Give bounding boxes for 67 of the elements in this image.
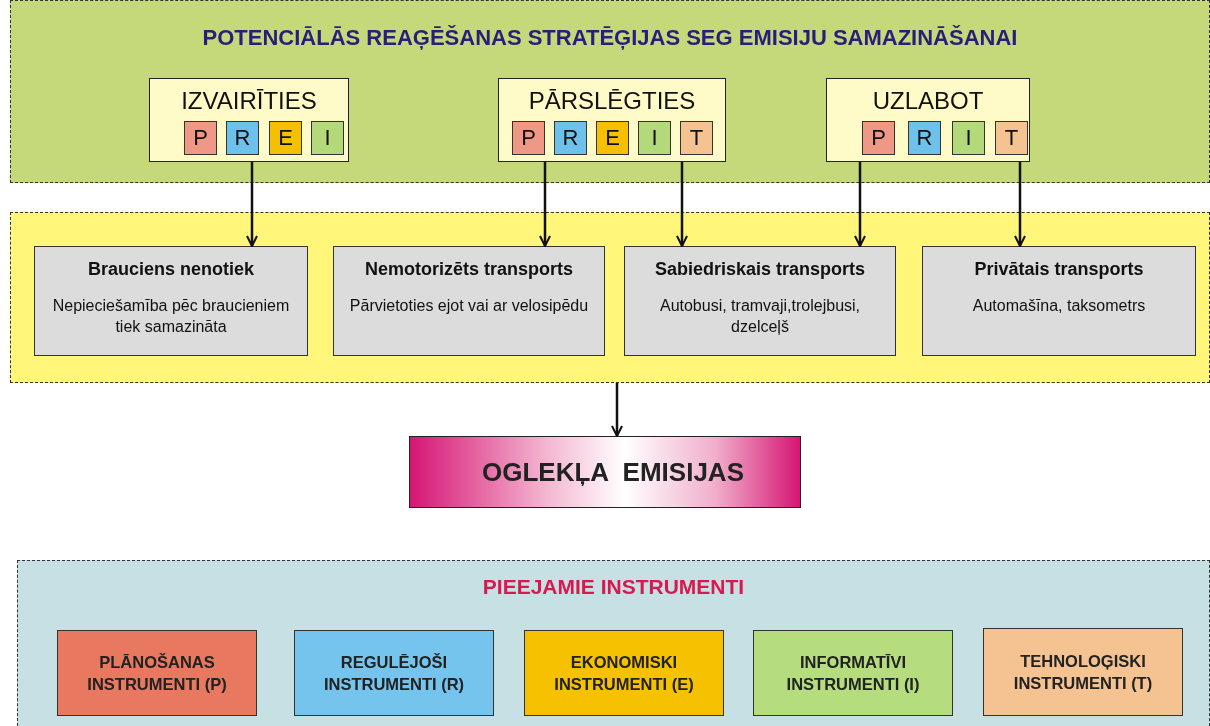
instrument-box xyxy=(57,630,257,716)
letter-tile xyxy=(908,121,941,155)
letter-tile xyxy=(512,121,545,155)
letter-tile xyxy=(184,121,217,155)
tile-letter: I xyxy=(651,125,658,151)
tile-letter: T xyxy=(689,125,704,151)
letter-tile xyxy=(226,121,259,155)
transport-panel xyxy=(10,212,1210,383)
instrument-label: TEHNOLOĢISKI INSTRUMENTI (T) xyxy=(1012,650,1154,694)
instruments-panel xyxy=(17,560,1210,726)
strategy-label: UZLABOT xyxy=(871,87,985,115)
tile-letter: E xyxy=(278,125,293,151)
letter-tile xyxy=(554,121,587,155)
letter-tile xyxy=(596,121,629,155)
transport-box xyxy=(34,246,308,356)
instrument-box xyxy=(294,630,494,716)
emissions-label: OGLEKĻA EMISIJAS xyxy=(481,456,744,488)
tile-letter: R xyxy=(562,125,579,151)
instrument-box xyxy=(753,630,953,716)
arrow xyxy=(1014,162,1026,247)
box-description: Pārvietoties ejot vai ar velosipēdu xyxy=(348,296,590,316)
box-description: Autobusi, tramvaji,trolejbusi, dzelceļš xyxy=(658,296,862,337)
arrow xyxy=(854,162,866,247)
tile-letter: R xyxy=(916,125,933,151)
box-heading: Nemotorizēts transports xyxy=(363,259,574,280)
instrument-box xyxy=(524,630,724,716)
box-heading: Sabiedriskais transports xyxy=(653,259,867,280)
instrument-label: EKONOMISKI INSTRUMENTI (E) xyxy=(553,651,695,695)
box-description: Automašīna, taksometrs xyxy=(971,296,1147,316)
transport-box xyxy=(624,246,896,356)
box-description: Nepieciešamība pēc braucieniem tiek samazināta xyxy=(51,296,291,337)
letter-tile xyxy=(952,121,985,155)
letter-tile xyxy=(269,121,302,155)
tile-letter: P xyxy=(521,125,536,151)
instrument-label: INFORMATĪVI INSTRUMENTI (I) xyxy=(785,651,921,695)
arrow xyxy=(539,162,551,247)
strategy-box xyxy=(149,78,349,162)
tile-letter: I xyxy=(324,125,331,151)
arrow xyxy=(246,162,258,247)
strategy-label: PĀRSLĒGTIES xyxy=(527,87,697,115)
strategy-panel xyxy=(10,0,1210,183)
tile-letter: P xyxy=(871,125,886,151)
tile-letter: E xyxy=(605,125,620,151)
instrument-label: PLĀNOŠANAS INSTRUMENTI (P) xyxy=(86,651,228,695)
letter-tile xyxy=(995,121,1028,155)
letter-tile xyxy=(680,121,713,155)
transport-box xyxy=(333,246,605,356)
tile-letter: P xyxy=(193,125,208,151)
box-heading: Brauciens nenotiek xyxy=(86,259,256,280)
tile-letter: I xyxy=(965,125,972,151)
box-heading: Privātais transports xyxy=(973,259,1145,280)
instrument-label: REGULĒJOŠI INSTRUMENTI (R) xyxy=(322,651,466,695)
instrument-box xyxy=(983,628,1183,716)
emissions-box xyxy=(409,436,801,508)
transport-box xyxy=(922,246,1196,356)
letter-tile xyxy=(862,121,895,155)
letter-tile xyxy=(638,121,671,155)
letter-tile xyxy=(311,121,344,155)
panel-heading: POTENCIĀLĀS REAĢĒŠANAS STRATĒĢIJAS SEG EMISIJU SAMAZINĀŠANAI xyxy=(201,25,1019,51)
strategy-box xyxy=(498,78,726,162)
arrow xyxy=(676,162,688,247)
strategy-label: IZVAIRĪTIES xyxy=(180,87,318,115)
tile-letter: T xyxy=(1004,125,1019,151)
strategy-box xyxy=(826,78,1030,162)
tile-letter: R xyxy=(234,125,251,151)
section-heading: PIEEJAMIE INSTRUMENTI xyxy=(481,575,746,599)
arrow xyxy=(611,383,623,437)
